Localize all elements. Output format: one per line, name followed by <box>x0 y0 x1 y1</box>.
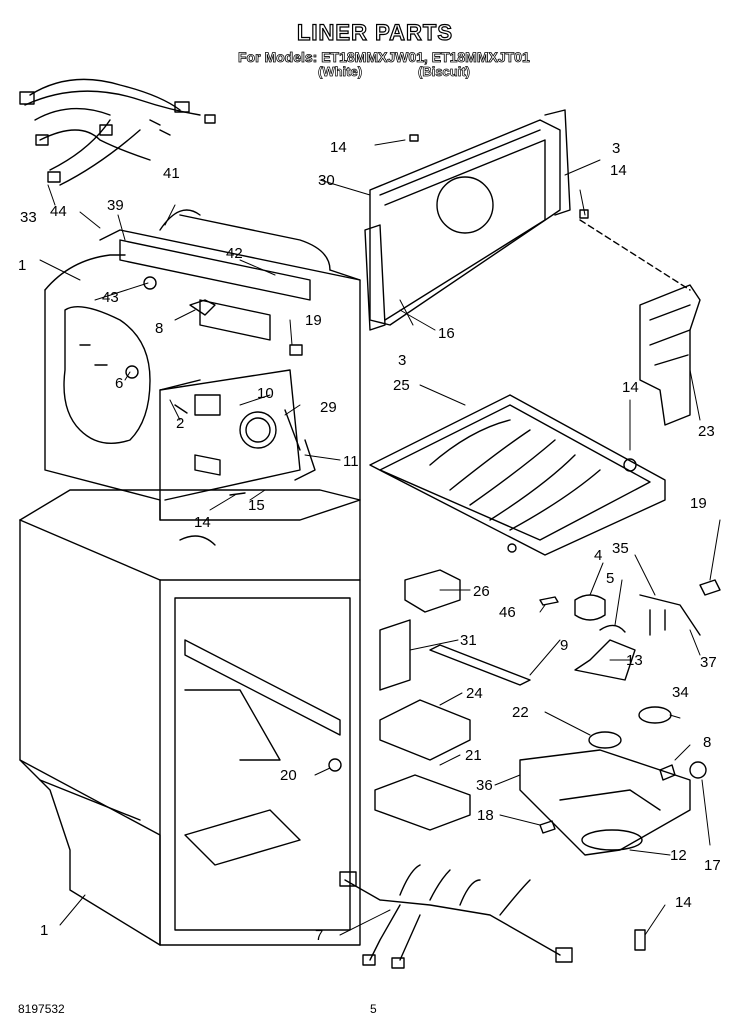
evaporator-cover <box>364 109 691 331</box>
wire-harness-bottom <box>339 864 573 969</box>
callout-16: 16 <box>438 325 455 342</box>
variant-white: (White) <box>318 64 363 80</box>
callout-18: 18 <box>477 807 494 824</box>
callout-10: 10 <box>257 385 274 402</box>
leader-lines <box>39 139 721 936</box>
callout-33: 33 <box>20 209 37 226</box>
callout-1: 1 <box>18 257 26 274</box>
wire-harness-top <box>19 78 216 186</box>
callout-17: 17 <box>704 857 721 874</box>
callout-14c: 14 <box>622 379 639 396</box>
callout-41: 41 <box>163 165 180 182</box>
callout-8: 8 <box>155 320 163 337</box>
callout-34: 34 <box>672 684 689 701</box>
model-numbers: For Models: ET18MMXJW01, ET18MMXJT01 <box>238 49 531 66</box>
callout-30: 30 <box>318 172 335 189</box>
callout-3: 3 <box>612 140 620 157</box>
callout-5: 5 <box>606 570 614 587</box>
callout-14a: 14 <box>330 139 347 156</box>
page-number: 5 <box>370 1002 377 1016</box>
freezer-shelf <box>369 394 666 556</box>
callout-14d: 14 <box>194 514 211 531</box>
callout-15: 15 <box>248 497 265 514</box>
small-parts-right <box>374 569 721 951</box>
callout-23: 23 <box>698 423 715 440</box>
callout-14b: 14 <box>610 162 627 179</box>
callout-20: 20 <box>280 767 297 784</box>
doc-number: 8197532 <box>18 1002 65 1016</box>
callout-35: 35 <box>612 540 629 557</box>
page-title: LINER PARTS <box>296 19 454 45</box>
callout-1b: 1 <box>40 922 48 939</box>
callout-8b: 8 <box>703 734 711 751</box>
callout-29: 29 <box>320 399 337 416</box>
callout-31: 31 <box>460 632 477 649</box>
callout-21: 21 <box>465 747 482 764</box>
callout-14e: 14 <box>675 894 692 911</box>
callout-11: 11 <box>343 453 359 470</box>
callout-24: 24 <box>466 685 483 702</box>
callout-19b: 19 <box>690 495 707 512</box>
callout-labels: 1 1 3 3 4 5 6 7 8 8 9 10 11 12 13 14 14 … <box>18 139 721 944</box>
callout-19: 19 <box>305 312 322 329</box>
callout-42: 42 <box>226 245 243 262</box>
callout-6: 6 <box>115 375 123 392</box>
callout-26: 26 <box>473 583 490 600</box>
callout-22: 22 <box>512 704 529 721</box>
callout-25: 25 <box>393 377 410 394</box>
callout-44: 44 <box>50 203 67 220</box>
callout-46: 46 <box>499 604 516 621</box>
callout-12: 12 <box>670 847 687 864</box>
callout-4: 4 <box>594 547 602 564</box>
air-duct <box>639 284 701 426</box>
callout-37: 37 <box>700 654 717 671</box>
callout-2: 2 <box>176 415 184 432</box>
callout-3b: 3 <box>398 352 406 369</box>
callout-43: 43 <box>102 289 119 306</box>
fresh-food-liner <box>19 489 361 946</box>
callout-39: 39 <box>107 197 124 214</box>
callout-9: 9 <box>560 637 568 654</box>
freezer-liner-upper <box>44 209 361 546</box>
callout-36: 36 <box>476 777 493 794</box>
callout-13: 13 <box>626 652 643 669</box>
callout-7: 7 <box>315 927 323 944</box>
variant-biscuit: (Biscuit) <box>418 64 471 80</box>
